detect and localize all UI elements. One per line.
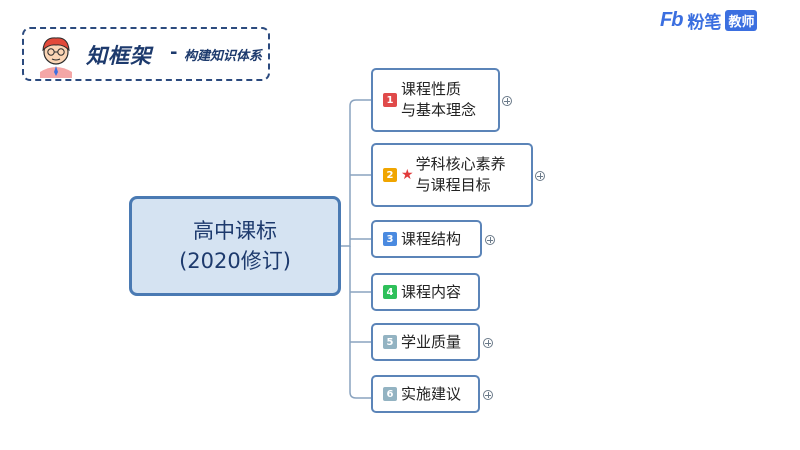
star-icon: ★ [401,167,414,183]
branch-number-4: 4 [383,285,397,299]
branch-label-2: 学科核心素养 与课程目标 [415,155,506,194]
branch-label-3: 课程结构 [401,229,462,248]
branch-number-3: 3 [383,232,397,246]
branch-label-5: 学业质量 [401,332,462,351]
branch-node-6[interactable]: 6 实施建议 [371,375,480,413]
branch-node-3[interactable]: 3 课程结构 [371,220,482,258]
branch-number-5: 5 [383,335,397,349]
brand-mark: Fb [660,8,683,31]
branch-node-4[interactable]: 4 课程内容 [371,273,480,311]
branch-node-1[interactable]: 1 课程性质 与基本理念 [371,68,500,132]
branch-node-2[interactable]: 2 ★ 学科核心素养 与课程目标 [371,143,533,207]
title-badge: 知框架 - 构建知识体系 [22,27,270,81]
badge-title: 知框架 [86,43,152,68]
badge-separator: - [170,42,178,63]
branch-node-5[interactable]: 5 学业质量 [371,323,480,361]
branch-number-1: 1 [383,93,397,107]
expand-icon-3[interactable] [485,235,495,245]
expand-icon-6[interactable] [483,390,493,400]
root-title: 高中课标 [193,219,277,243]
expand-icon-1[interactable] [502,96,512,106]
branch-number-2: 2 [383,168,397,182]
branch-label-4: 课程内容 [401,282,462,301]
branch-number-6: 6 [383,387,397,401]
teacher-avatar-icon [32,32,80,78]
expand-icon-2[interactable] [535,171,545,181]
root-subtitle: (2020修订) [179,249,291,273]
root-node[interactable]: 高中课标 (2020修订) [129,196,341,296]
brand-name: 粉笔 [687,12,722,33]
branch-label-1: 课程性质 与基本理念 [401,80,477,119]
branch-label-6: 实施建议 [401,384,462,403]
badge-subtitle: 构建知识体系 [184,49,263,64]
brand-tag: 教师 [725,9,758,31]
brand-logo: Fb 粉笔 教师 [660,8,758,33]
expand-icon-5[interactable] [483,338,493,348]
